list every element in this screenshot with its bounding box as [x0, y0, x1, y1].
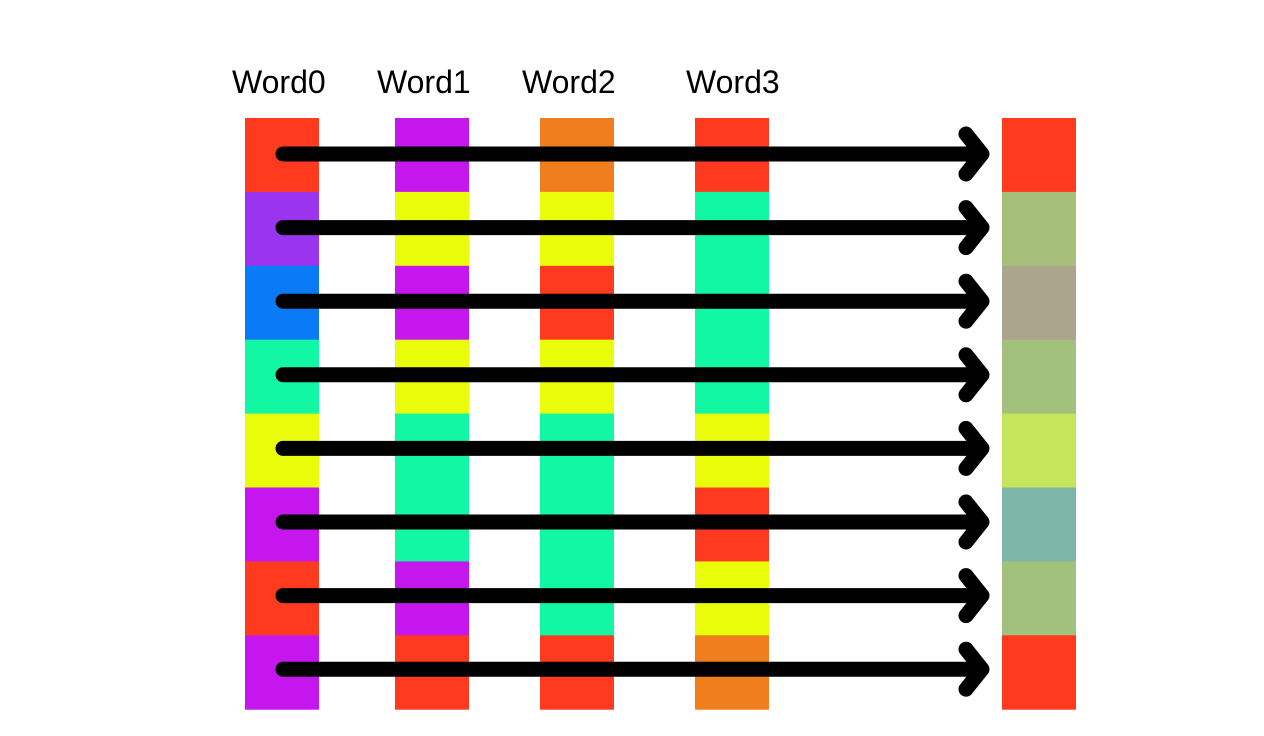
row-arrow-3 [275, 347, 990, 403]
result-cell-0 [1002, 118, 1076, 193]
result-cell-6 [1002, 561, 1076, 636]
row-arrow-2 [275, 273, 990, 329]
row-arrow-6 [275, 568, 990, 624]
result-cell-3 [1002, 339, 1076, 415]
word3-label: Word3 [686, 64, 780, 100]
row-arrow-5 [275, 494, 990, 550]
row-arrow-0 [275, 126, 990, 182]
word2-label: Word2 [522, 64, 616, 100]
result-cell-5 [1002, 487, 1076, 562]
result-cell-1 [1002, 191, 1076, 267]
row-arrow-4 [275, 420, 990, 476]
row-arrow-1 [275, 200, 990, 256]
result-cell-2 [1002, 265, 1076, 341]
word1-label: Word1 [377, 64, 471, 100]
result-cell-4 [1002, 413, 1076, 488]
word0-label: Word0 [232, 64, 326, 100]
result-cell-7 [1002, 635, 1076, 710]
row-arrow-7 [275, 641, 990, 697]
